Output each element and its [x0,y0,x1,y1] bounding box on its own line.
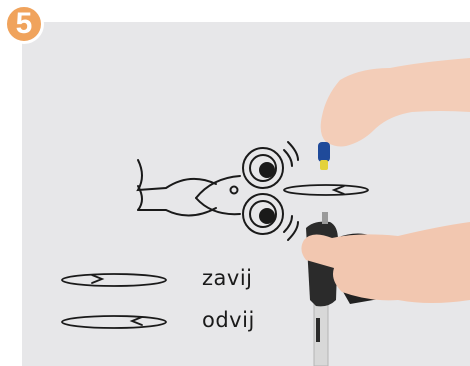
pole-shaft [314,300,328,366]
hand-with-cap [321,58,470,147]
legend-label-loosen: odvij [202,308,255,332]
legend-label-tighten: zavij [202,266,253,290]
step-number-badge: 5 [4,4,44,44]
rotation-arrow-tighten [62,274,166,286]
tip-cap [318,142,330,170]
rotation-arrow-loosen [62,316,166,328]
fish-eyes-diagram [138,142,298,240]
rotation-arrow-on-pole [284,185,368,195]
